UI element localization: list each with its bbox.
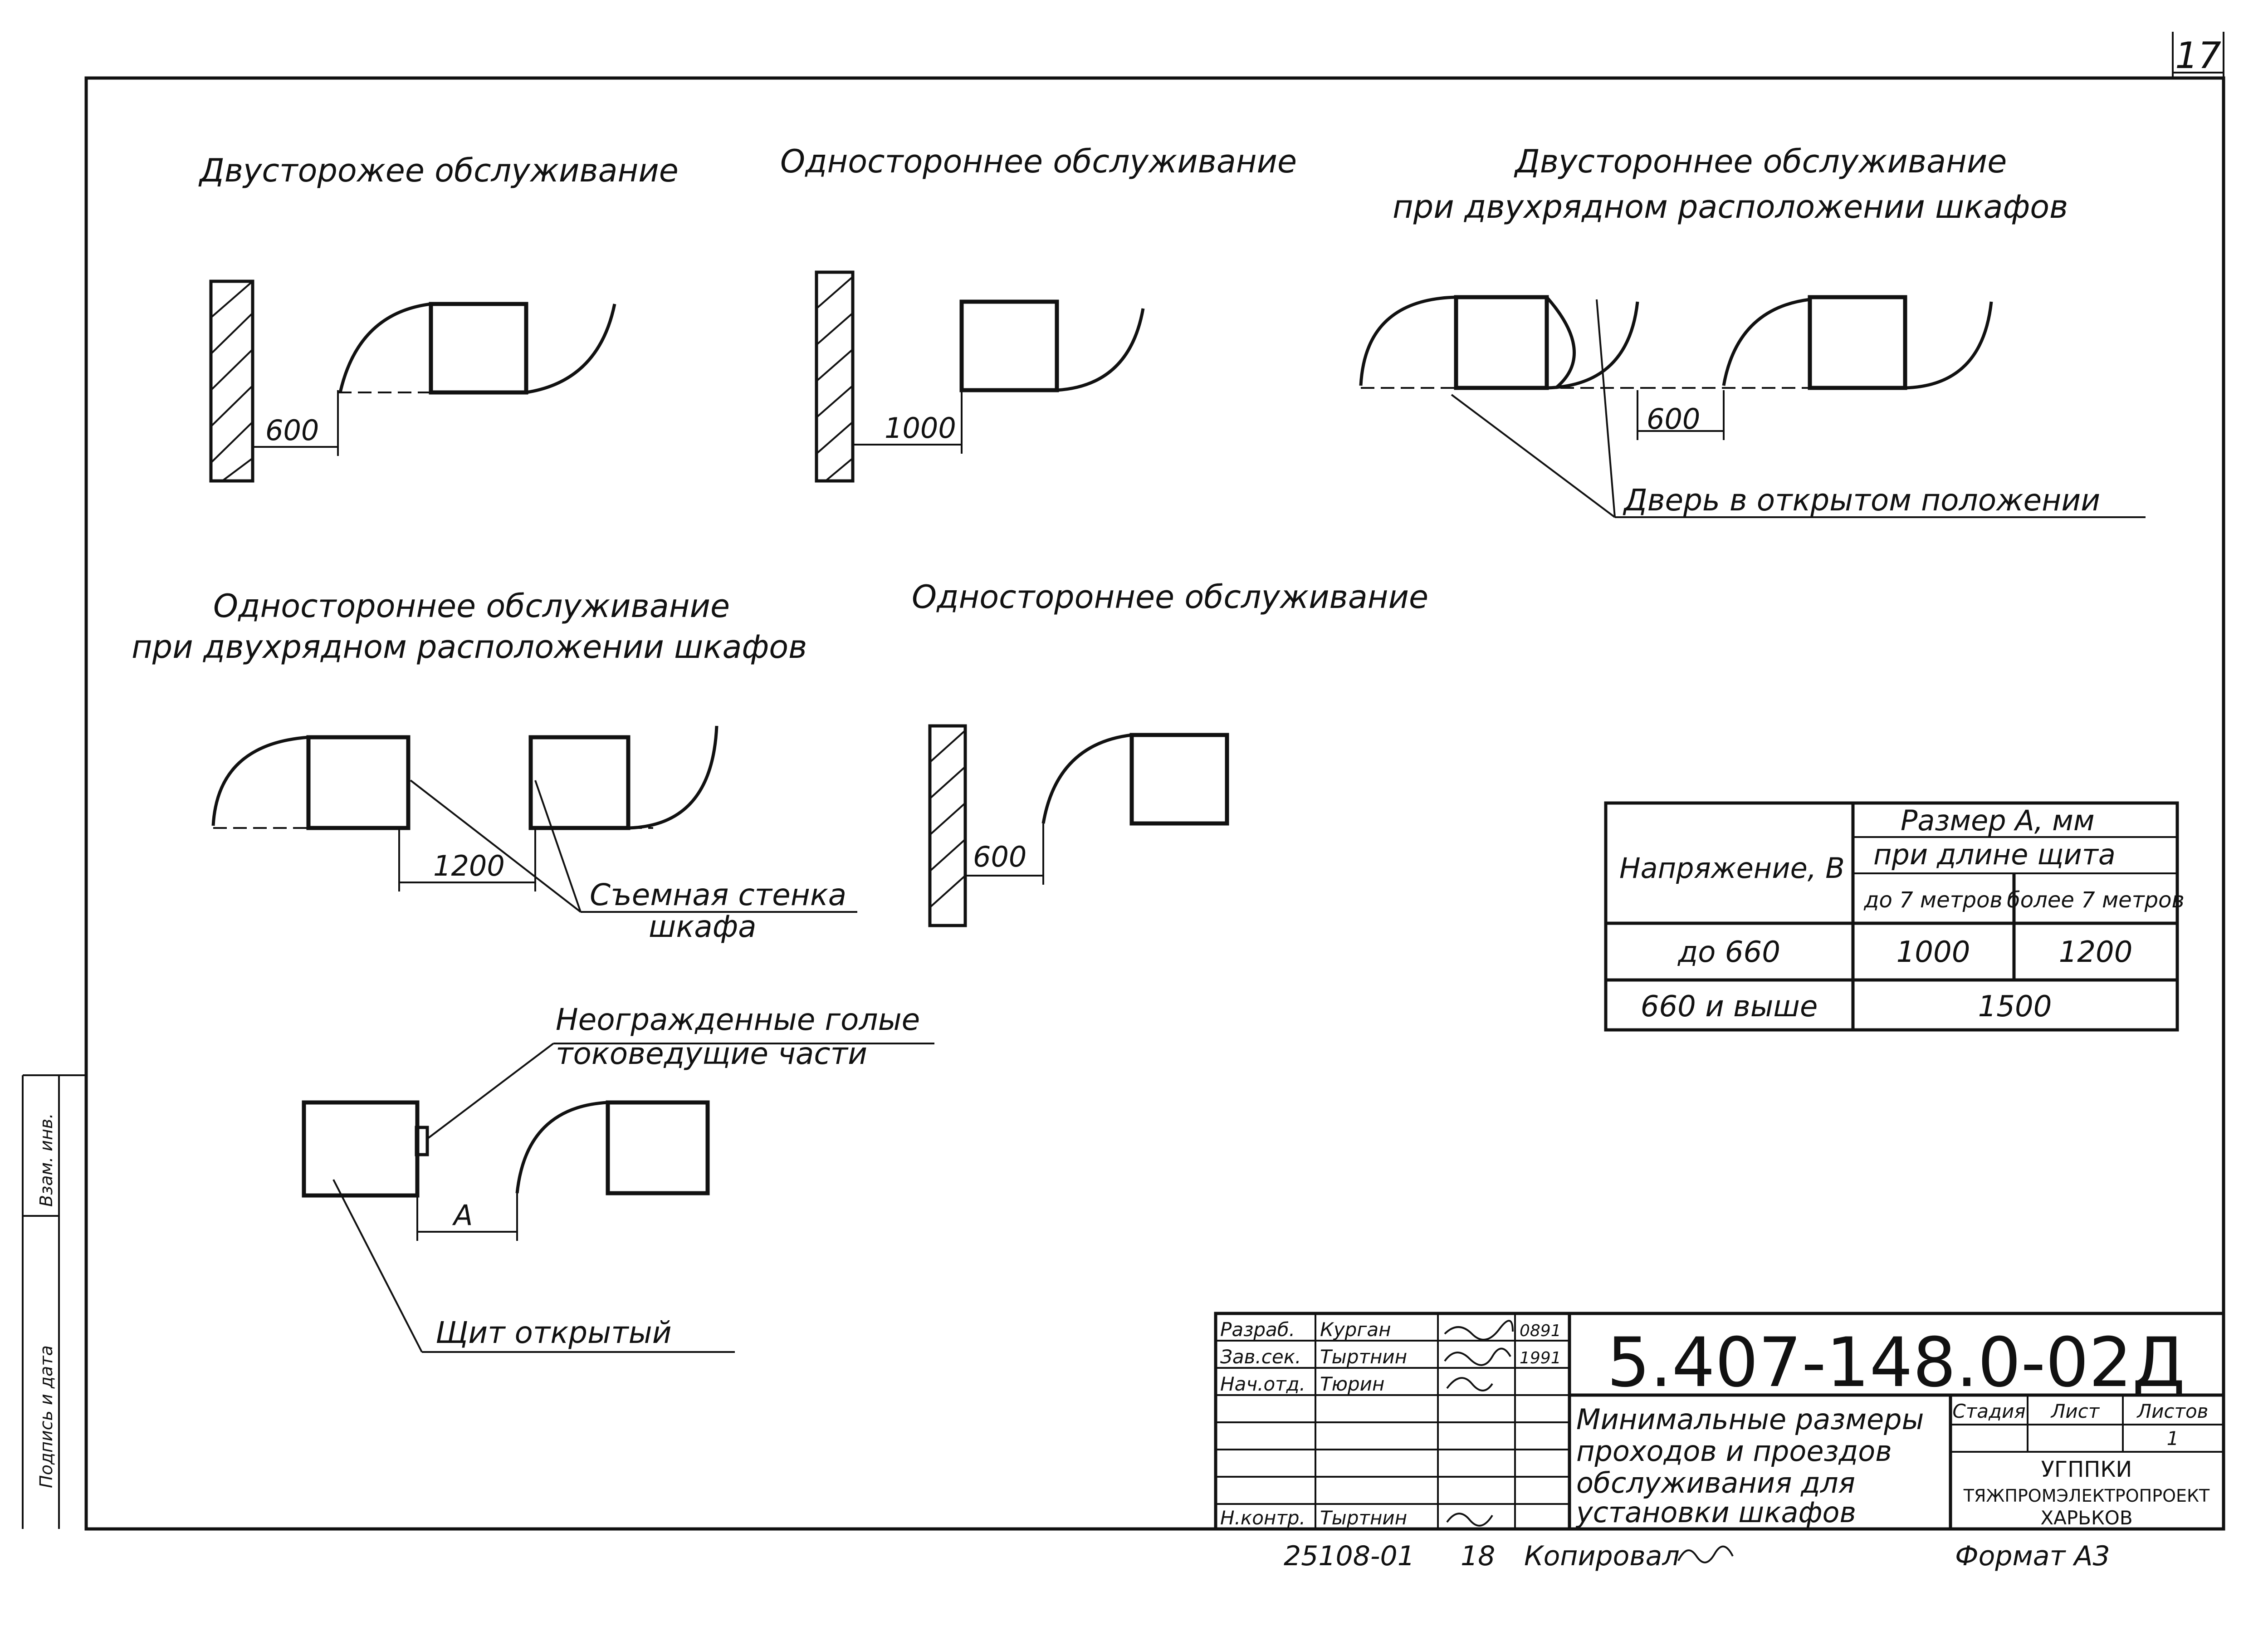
diagram-1 <box>209 279 616 483</box>
cabinet <box>959 299 1059 392</box>
title-block <box>1214 1312 2225 1531</box>
door-swing-arc <box>211 735 309 826</box>
door-swing-arc <box>1722 298 1810 386</box>
drawing-designation: 5.407-148.0-02Д <box>1607 1323 2185 1402</box>
sig-date-1: 0891 <box>1520 1322 1561 1340</box>
org-line-2: ТЯЖПРОМЭЛЕКТРОПРОЕКТ <box>1963 1486 2210 1506</box>
footer-number: 18 <box>1461 1540 1495 1572</box>
dimension-label: 600 <box>973 840 1026 873</box>
description-line-4: установки шкафов <box>1575 1496 1856 1529</box>
dimension-label: 600 <box>1647 402 1700 436</box>
copyist-signature <box>1677 1545 1734 1563</box>
heading-diagram-4-line2: при двухрядном расположении шкафов <box>132 628 807 666</box>
diagram-4 <box>211 725 857 913</box>
footer-format: Формат А3 <box>1955 1540 2110 1572</box>
diagram-3 <box>1359 295 2146 518</box>
sig-role-4: Н.контр. <box>1220 1507 1305 1529</box>
cabinet <box>1129 733 1229 826</box>
sig-name-2: Тыртнин <box>1320 1346 1407 1368</box>
callout-door-open: Дверь в открытом положении <box>1623 483 2100 518</box>
table-row1-over-7: 1200 <box>2059 936 2133 969</box>
cabinet <box>606 1100 710 1195</box>
door-swing-arc <box>1545 296 1576 389</box>
door-swing-arc <box>1905 301 1993 390</box>
table-col-over-7: более 7 метров <box>2007 887 2185 913</box>
dimension-label: А <box>452 1199 473 1232</box>
description-line-2: проходов и проездов <box>1576 1435 1892 1468</box>
wall-hatched <box>209 279 254 483</box>
table-row2-merged: 1500 <box>1978 990 2052 1024</box>
dimension-label: 600 <box>265 414 319 447</box>
door-swing-arc <box>1041 733 1132 824</box>
sig-name-1: Курган <box>1320 1318 1391 1341</box>
door-swing-arc <box>515 1101 608 1194</box>
dimension-label: 1200 <box>433 849 505 882</box>
sig-date-2: 1991 <box>1520 1349 1561 1367</box>
live-parts <box>415 1126 429 1156</box>
description-line-3: обслуживания для <box>1576 1466 1855 1499</box>
sheet-header: Лист <box>2050 1400 2100 1422</box>
table-length-header: при длине щита <box>1873 838 2116 871</box>
cabinet <box>528 735 631 830</box>
side-stamp-label-2: Взам. инв. <box>36 1113 56 1207</box>
cabinet <box>1454 295 1549 390</box>
diagram-5 <box>928 724 1229 927</box>
cabinet <box>306 735 411 830</box>
table-row2-voltage: 660 и выше <box>1641 990 1818 1024</box>
door-swing-arc <box>1546 301 1639 390</box>
table-row1-up-to-7: 1000 <box>1897 936 1970 969</box>
dimension-label: 1000 <box>885 411 956 445</box>
footer-copied: Копировал <box>1524 1540 1680 1572</box>
diagram-6 <box>302 1043 934 1353</box>
table-size-header: Размер А, мм <box>1901 804 2095 837</box>
heading-diagram-4-line1: Одностороннее обслуживание <box>213 588 730 625</box>
door-swing-arc <box>1359 295 1457 386</box>
callout-open-panel: Щит открытый <box>435 1315 672 1350</box>
sig-role-2: Зав.сек. <box>1220 1346 1301 1368</box>
table-col-up-to-7: до 7 метров <box>1863 887 2002 913</box>
footer-inventory: 25108-01 <box>1284 1540 1415 1572</box>
sheets-value: 1 <box>2167 1427 2179 1450</box>
org-line-3: ХАРЬКОВ <box>2040 1507 2132 1529</box>
heading-diagram-3-line1: Двустороннее обслуживание <box>1514 143 2007 180</box>
sheets-header: Листов <box>2136 1400 2209 1422</box>
callout-removable-wall-line2: шкафа <box>649 909 757 944</box>
heading-diagram-1: Двусторожее обслуживание <box>198 152 679 189</box>
door-swing-arc <box>338 302 431 393</box>
sig-role-3: Нач.отд. <box>1220 1373 1305 1395</box>
callout-live-parts-line1: Неогражденные голые <box>556 1002 920 1037</box>
org-line-1: УГППКИ <box>2041 1457 2132 1482</box>
callout-removable-wall-line1: Съемная стенка <box>590 877 846 912</box>
sheet-frame <box>84 32 2225 1531</box>
table-voltage-header: Напряжение, В <box>1619 852 1845 885</box>
diagram-2 <box>815 270 1145 483</box>
wall-hatched <box>928 724 967 927</box>
heading-diagram-3-line2: при двухрядном расположении шкафов <box>1393 188 2068 225</box>
heading-diagram-5: Одностороннее обслуживание <box>912 578 1428 616</box>
door-swing-arc <box>526 304 616 394</box>
side-stamp <box>22 1074 86 1529</box>
size-table <box>1604 801 2179 1032</box>
stage-header: Стадия <box>1952 1400 2025 1422</box>
callout-live-parts-line2: токоведущие части <box>556 1036 867 1071</box>
sig-name-4: Тыртнин <box>1320 1507 1407 1529</box>
signature-scribbles <box>1444 1320 1514 1527</box>
description-line-1: Минимальные размеры <box>1576 1403 1924 1436</box>
side-stamp-label-1: Подпись и дата <box>36 1345 56 1488</box>
page-number: 17 <box>2175 34 2221 77</box>
door-swing-arc <box>628 725 719 830</box>
sig-role-1: Разраб. <box>1220 1318 1295 1341</box>
sig-name-3: Тюрин <box>1320 1373 1384 1395</box>
wall-hatched <box>815 270 855 483</box>
open-panel <box>302 1100 420 1198</box>
cabinet <box>1808 295 1907 390</box>
heading-diagram-2: Одностороннее обслуживание <box>780 143 1297 180</box>
door-swing-arc <box>1056 308 1145 392</box>
cabinet <box>429 302 528 395</box>
table-row1-voltage: до 660 <box>1677 936 1780 969</box>
